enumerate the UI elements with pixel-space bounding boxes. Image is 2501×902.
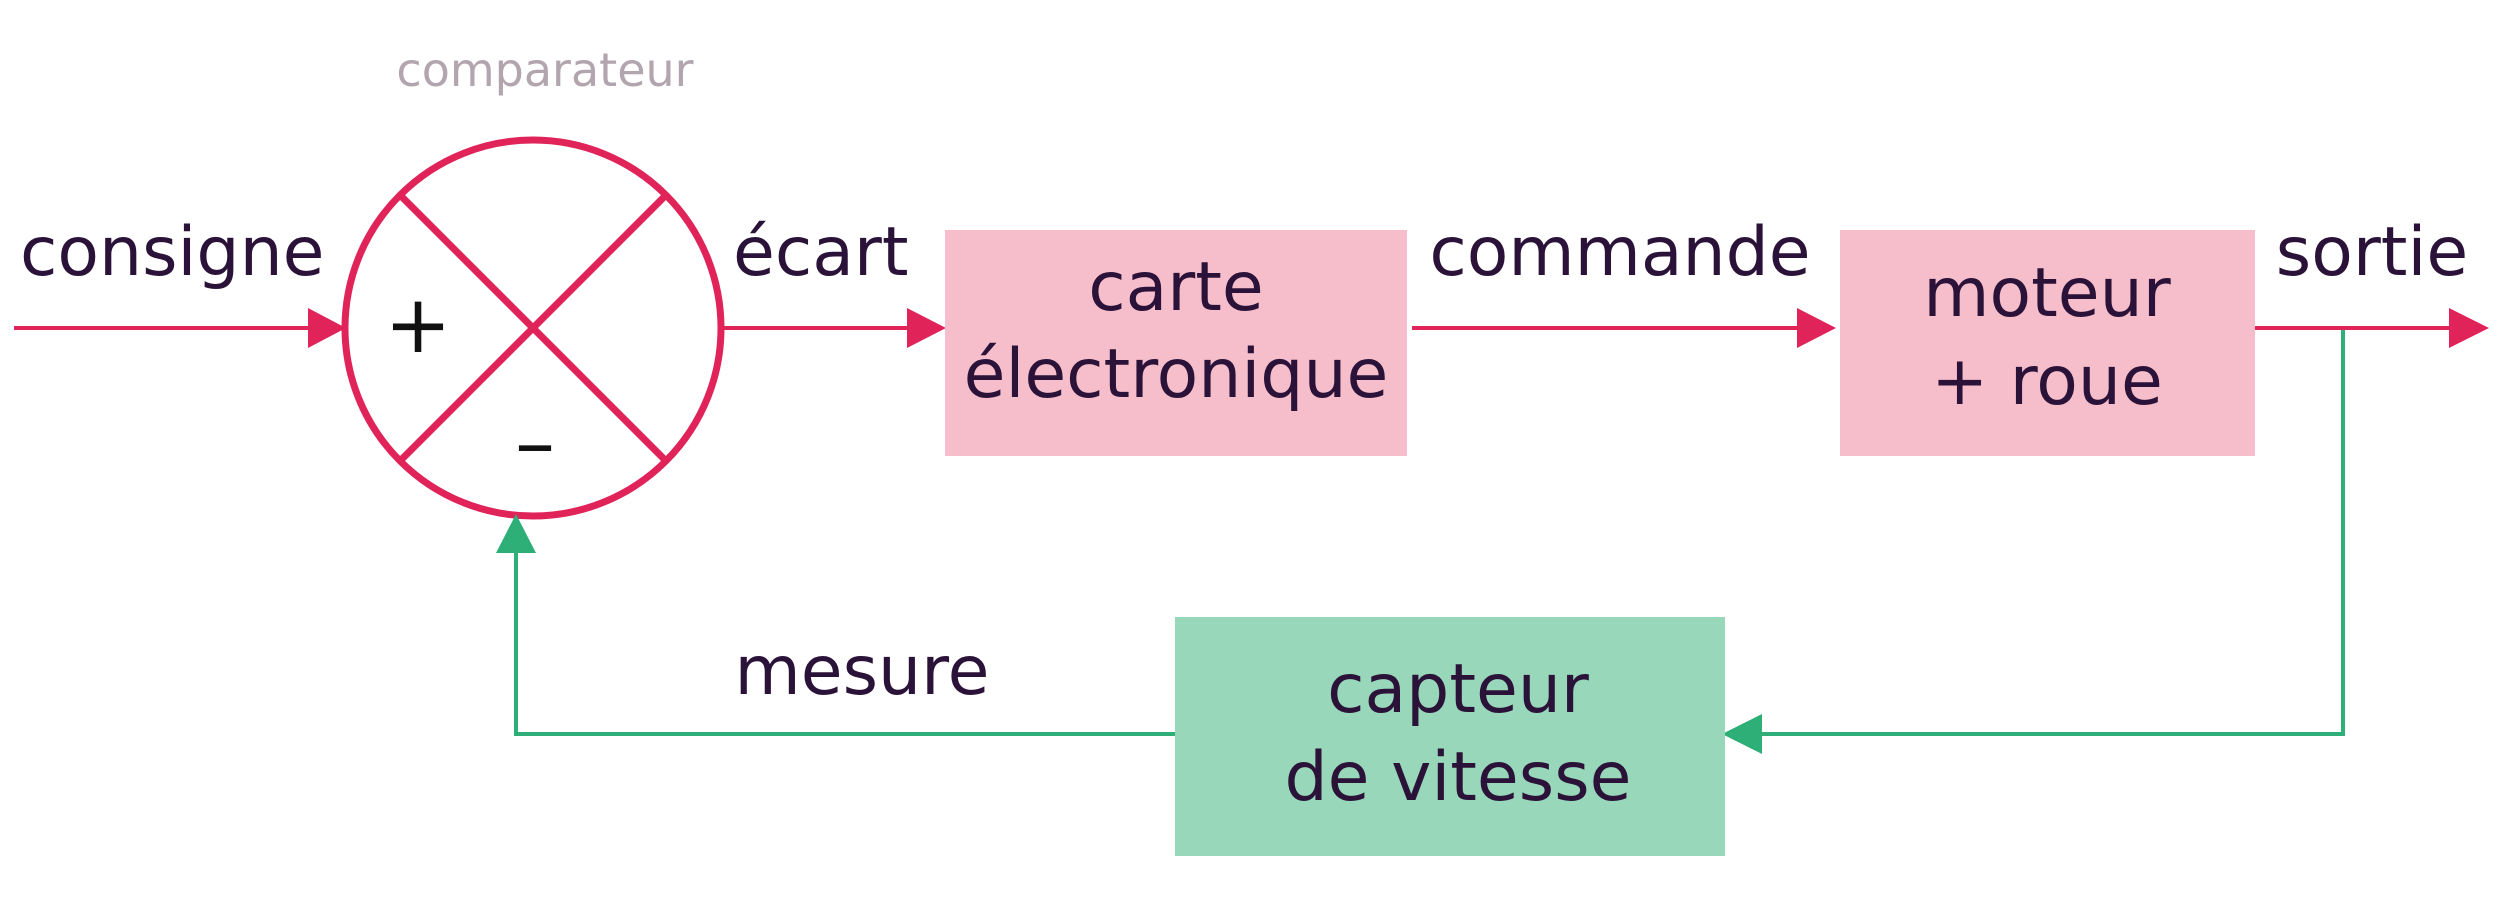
comparator bbox=[341, 136, 725, 520]
controller-label-line2: électronique bbox=[964, 335, 1389, 414]
feedback-line-left bbox=[514, 548, 1175, 736]
feedback-line-right bbox=[1760, 330, 2345, 736]
comparator-label: comparateur bbox=[396, 43, 693, 97]
feedback-arrowhead-sensor bbox=[1722, 714, 1762, 754]
actuator-label-line2: + roue bbox=[1931, 342, 2163, 421]
comparator-plus-sign: + bbox=[384, 278, 451, 371]
feedback-arrowhead-comparator bbox=[496, 514, 536, 553]
controller-label-line1: carte bbox=[1088, 248, 1264, 327]
signal-ecart: écart bbox=[733, 213, 909, 292]
comparator-minus-sign: – bbox=[515, 396, 555, 489]
signal-mesure: mesure bbox=[735, 632, 990, 711]
input-arrowhead bbox=[308, 308, 346, 348]
signal-consigne: consigne bbox=[20, 213, 325, 292]
error-arrowhead bbox=[907, 308, 946, 348]
signal-sortie: sortie bbox=[2276, 213, 2468, 292]
signal-commande: commande bbox=[1429, 213, 1810, 292]
controller-block bbox=[945, 230, 1407, 456]
output-arrowhead bbox=[2449, 308, 2489, 348]
actuator-block bbox=[1840, 230, 2255, 456]
actuator-label-line1: moteur bbox=[1923, 254, 2170, 333]
sensor-label-line2: de vitesse bbox=[1285, 738, 1632, 817]
sensor-block bbox=[1175, 617, 1725, 856]
sensor-label-line1: capteur bbox=[1327, 650, 1589, 729]
command-arrowhead bbox=[1797, 308, 1836, 348]
